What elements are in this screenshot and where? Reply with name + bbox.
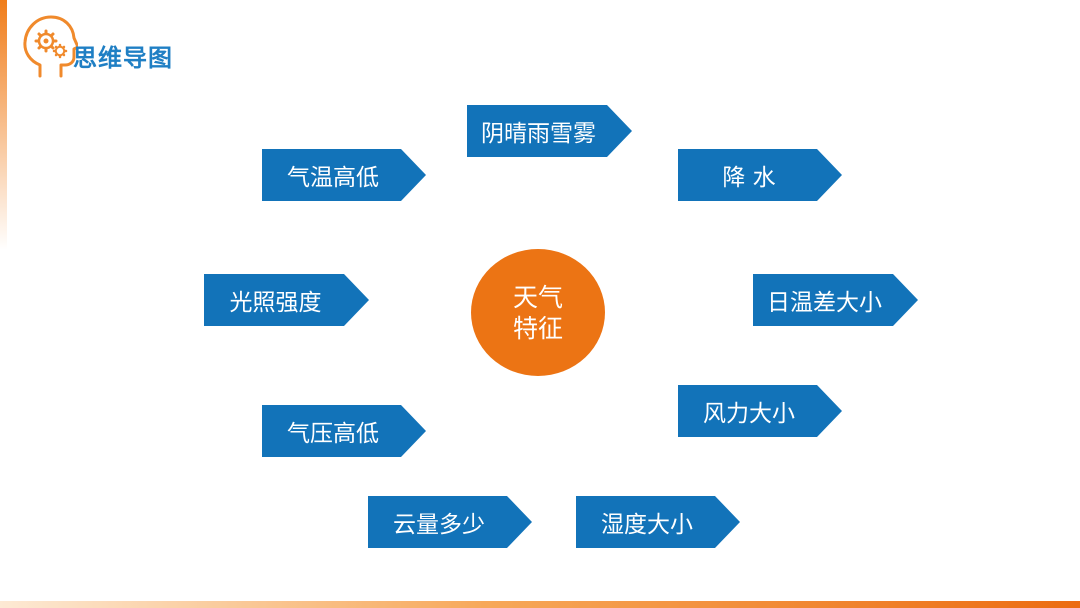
node-temperature: 气温高低	[262, 149, 426, 201]
node-weather-condition: 阴晴雨雪雾	[467, 105, 632, 157]
bottom-accent-bar	[0, 601, 1080, 608]
node-cloud-cover: 云量多少	[368, 496, 532, 548]
node-sunlight-intensity: 光照强度	[204, 274, 369, 326]
node-wind-strength: 风力大小	[678, 385, 842, 437]
center-node-label: 天气特征	[512, 282, 563, 343]
head-gears-icon	[18, 12, 78, 80]
node-diurnal-temp-range: 日温差大小	[753, 274, 918, 326]
left-accent-bar	[0, 0, 7, 250]
node-humidity: 湿度大小	[576, 496, 740, 548]
node-precipitation: 降 水	[678, 149, 842, 201]
node-air-pressure: 气压高低	[262, 405, 426, 457]
page-title: 思维导图	[73, 44, 173, 72]
center-node: 天气特征	[471, 249, 605, 376]
